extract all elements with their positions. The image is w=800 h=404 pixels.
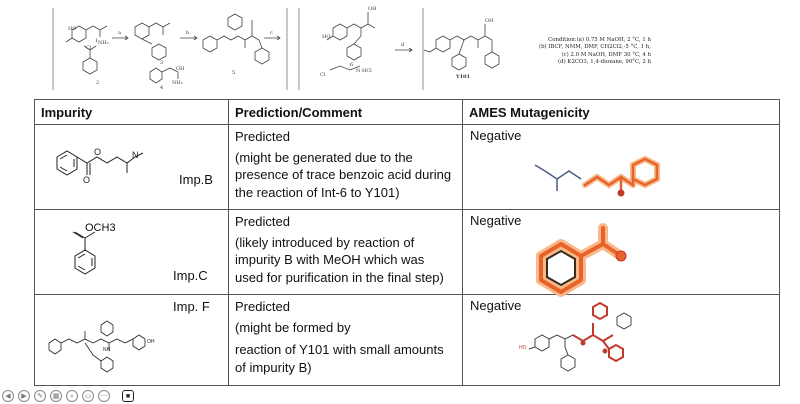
step-label-c: c bbox=[270, 30, 273, 36]
prediction-cell: Predicted (likely introduced by reaction… bbox=[228, 209, 463, 295]
impurity-label: Imp.C bbox=[173, 268, 208, 283]
svg-text:HO: HO bbox=[322, 34, 330, 40]
compound-label-6: 6 bbox=[350, 62, 354, 68]
prediction-status: Predicted bbox=[235, 299, 290, 314]
presentation-controls: ◀ ▶ ✎ ▦ ⌕ ▭ ⋯ ■ bbox=[0, 390, 170, 404]
svg-text:OH: OH bbox=[485, 18, 494, 24]
impurity-label: Imp. F bbox=[173, 299, 210, 314]
compound-label-3: 3 bbox=[160, 60, 164, 66]
svg-text:HO: HO bbox=[68, 26, 76, 32]
compound-label-y101: Y101 bbox=[456, 74, 471, 80]
zoom-icon[interactable]: ⌕ bbox=[66, 390, 78, 402]
header-impurity: Impurity bbox=[34, 99, 229, 125]
prediction-comment: (might be formed by bbox=[235, 319, 351, 335]
ames-result: Negative bbox=[470, 128, 522, 143]
svg-text:O: O bbox=[94, 147, 101, 157]
table-row: OCH3 Imp.C Predicted (likely introduced … bbox=[34, 209, 780, 297]
svg-text:Cl: Cl bbox=[86, 45, 92, 51]
prediction-status: Predicted bbox=[235, 129, 290, 144]
svg-text:OH: OH bbox=[147, 339, 155, 345]
imp-c-ames-structure bbox=[536, 223, 627, 297]
reaction-conditions: Condition:(a) 0.75 M NaOH, 2 °C, 1 h (b)… bbox=[539, 37, 651, 67]
svg-text:O: O bbox=[83, 175, 90, 185]
step-label-d: d bbox=[401, 42, 405, 48]
svg-text:N: N bbox=[132, 150, 139, 160]
subtitle-icon[interactable]: ▭ bbox=[82, 390, 94, 402]
imp-f-ames-structure: HO bbox=[519, 301, 632, 372]
svg-text:OH: OH bbox=[176, 66, 185, 72]
step-label-a: a bbox=[118, 30, 121, 36]
scheme-structures: HO NH₂ Cl OH NH₂ HO OH Cl N·HCl OH bbox=[65, 6, 500, 86]
impurity-cell: OCH3 Imp.C bbox=[34, 209, 229, 295]
table-row: O O N Imp.B Predicted (might be generate… bbox=[34, 124, 780, 210]
pen-icon[interactable]: ✎ bbox=[34, 390, 46, 402]
slides-icon[interactable]: ▦ bbox=[50, 390, 62, 402]
ames-cell: Negative bbox=[462, 124, 780, 210]
scheme-box-left bbox=[52, 8, 288, 90]
header-prediction: Prediction/Comment bbox=[228, 99, 463, 125]
imp-c-methoxy: OCH3 bbox=[85, 222, 116, 234]
svg-text:NH: NH bbox=[103, 347, 111, 353]
header-ames: AMES Mutagenicity bbox=[462, 99, 780, 125]
impurity-cell: O O N Imp.B bbox=[34, 124, 229, 210]
prediction-comment: (might be generated due to the presence … bbox=[235, 149, 452, 200]
svg-text:N·HCl: N·HCl bbox=[356, 68, 372, 74]
impurity-label: Imp.B bbox=[179, 172, 213, 187]
condition-line: (b) IBCF, NMM, DMF, CH2Cl2,-5 °C, 1 h, bbox=[539, 44, 651, 51]
reaction-scheme: HO NH₂ Cl OH NH₂ HO OH Cl N·HCl OH 1 2 3… bbox=[0, 0, 800, 98]
ames-cell: Negative bbox=[462, 209, 780, 297]
imp-b-structure: O O N bbox=[56, 147, 144, 185]
compound-label-2: 2 bbox=[96, 80, 100, 86]
svg-text:NH₂: NH₂ bbox=[172, 80, 183, 86]
condition-line: Condition:(a) 0.75 M NaOH, 2 °C, 1 h bbox=[548, 37, 651, 43]
ames-cell: Negative bbox=[462, 294, 780, 386]
prediction-comment-cont: reaction of Y101 with small amounts of i… bbox=[235, 342, 444, 375]
compound-label-1: 1 bbox=[95, 38, 99, 44]
more-icon[interactable]: ⋯ bbox=[98, 390, 110, 402]
svg-text:Cl: Cl bbox=[320, 72, 326, 78]
previous-icon[interactable]: ◀ bbox=[2, 390, 14, 402]
imp-c-structure bbox=[72, 231, 96, 275]
prediction-cell: Predicted (might be formed by reaction o… bbox=[228, 294, 463, 386]
ames-result: Negative bbox=[470, 298, 522, 313]
impurity-table: Impurity Prediction/Comment AMES Mutagen… bbox=[34, 99, 780, 386]
impurity-cell: Imp. F OH bbox=[34, 294, 229, 386]
compound-label-4: 4 bbox=[160, 85, 164, 91]
prediction-status: Predicted bbox=[235, 214, 290, 229]
ames-result: Negative bbox=[470, 213, 522, 228]
svg-text:HO: HO bbox=[519, 345, 527, 351]
imp-b-ames-structure bbox=[534, 155, 660, 197]
svg-text:NH₂: NH₂ bbox=[98, 40, 109, 46]
camera-icon[interactable]: ■ bbox=[122, 390, 134, 402]
step-label-b: b bbox=[186, 30, 190, 36]
scheme-box-right bbox=[298, 8, 424, 90]
condition-line: (d) K2CO3, 1,4-dioxane, 90°C, 2 h bbox=[558, 59, 651, 66]
svg-text:OH: OH bbox=[368, 6, 377, 12]
prediction-cell: Predicted (might be generated due to the… bbox=[228, 124, 463, 210]
imp-f-structure: OH NH bbox=[48, 320, 155, 373]
next-icon[interactable]: ▶ bbox=[18, 390, 30, 402]
table-row: Imp. F OH bbox=[34, 294, 780, 386]
condition-line: (c) 2.0 M NaOH, DMF 30 °C, 4 h bbox=[561, 51, 651, 58]
prediction-comment: (likely introduced by reaction of impuri… bbox=[235, 234, 444, 285]
table-header-row: Impurity Prediction/Comment AMES Mutagen… bbox=[34, 99, 780, 125]
compound-label-5: 5 bbox=[232, 70, 236, 76]
